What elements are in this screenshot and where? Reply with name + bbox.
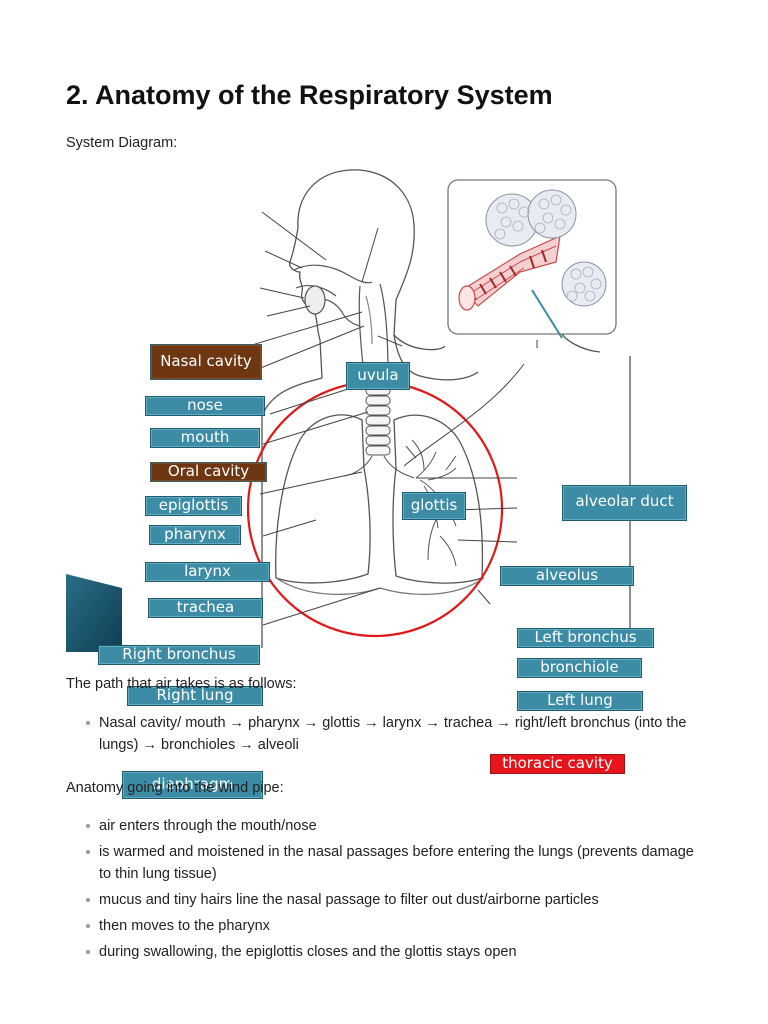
label-alveolar-duct: alveolar duct [562,485,687,521]
list-item: is warmed and moistened in the nasal pas… [84,841,704,885]
airway-outline [293,264,389,375]
label-oral-cavity: Oral cavity [150,462,267,482]
windpipe-list: air enters through the mouth/nose is war… [84,815,704,967]
list-item: then moves to the pharynx [84,915,704,937]
label-diaphragm: diaphragm [122,771,263,799]
alveoli-illustration [458,189,607,311]
label-pharynx: pharynx [149,525,241,545]
label-uvula: uvula [346,362,410,390]
label-right-bronchus: Right bronchus [98,645,260,665]
page-title: 2. Anatomy of the Respiratory System [66,80,553,110]
label-larynx: larynx [145,562,270,582]
list-item: air enters through the mouth/nose [84,815,704,837]
label-mouth: mouth [150,428,260,448]
list-item: mucus and tiny hairs line the nasal pass… [84,889,704,911]
label-epiglottis: epiglottis [145,496,242,516]
label-thoracic-cavity: thoracic cavity [490,754,625,774]
decorative-teal-shape [66,574,122,652]
label-glottis: glottis [402,492,466,520]
label-right-lung: Right lung [127,686,263,706]
label-nasal-cavity: Nasal cavity [150,344,262,380]
label-trachea: trachea [148,598,263,618]
path-list: Nasal cavity/ mouth → pharynx → glottis … [84,712,704,760]
list-item: during swallowing, the epiglottis closes… [84,941,704,963]
label-left-bronchus: Left bronchus [517,628,654,648]
list-item: Nasal cavity/ mouth → pharynx → glottis … [84,712,704,756]
label-left-lung: Left lung [517,691,643,711]
diagram-illustration [66,169,631,652]
path-intro: The path that air takes is as follows: [66,676,297,692]
label-alveolus: alveolus [500,566,634,586]
diagram-caption: System Diagram: [66,135,178,151]
label-nose: nose [145,396,265,416]
windpipe-intro: Anatomy going into the wind pipe: [66,780,284,796]
label-bronchiole: bronchiole [517,658,642,678]
